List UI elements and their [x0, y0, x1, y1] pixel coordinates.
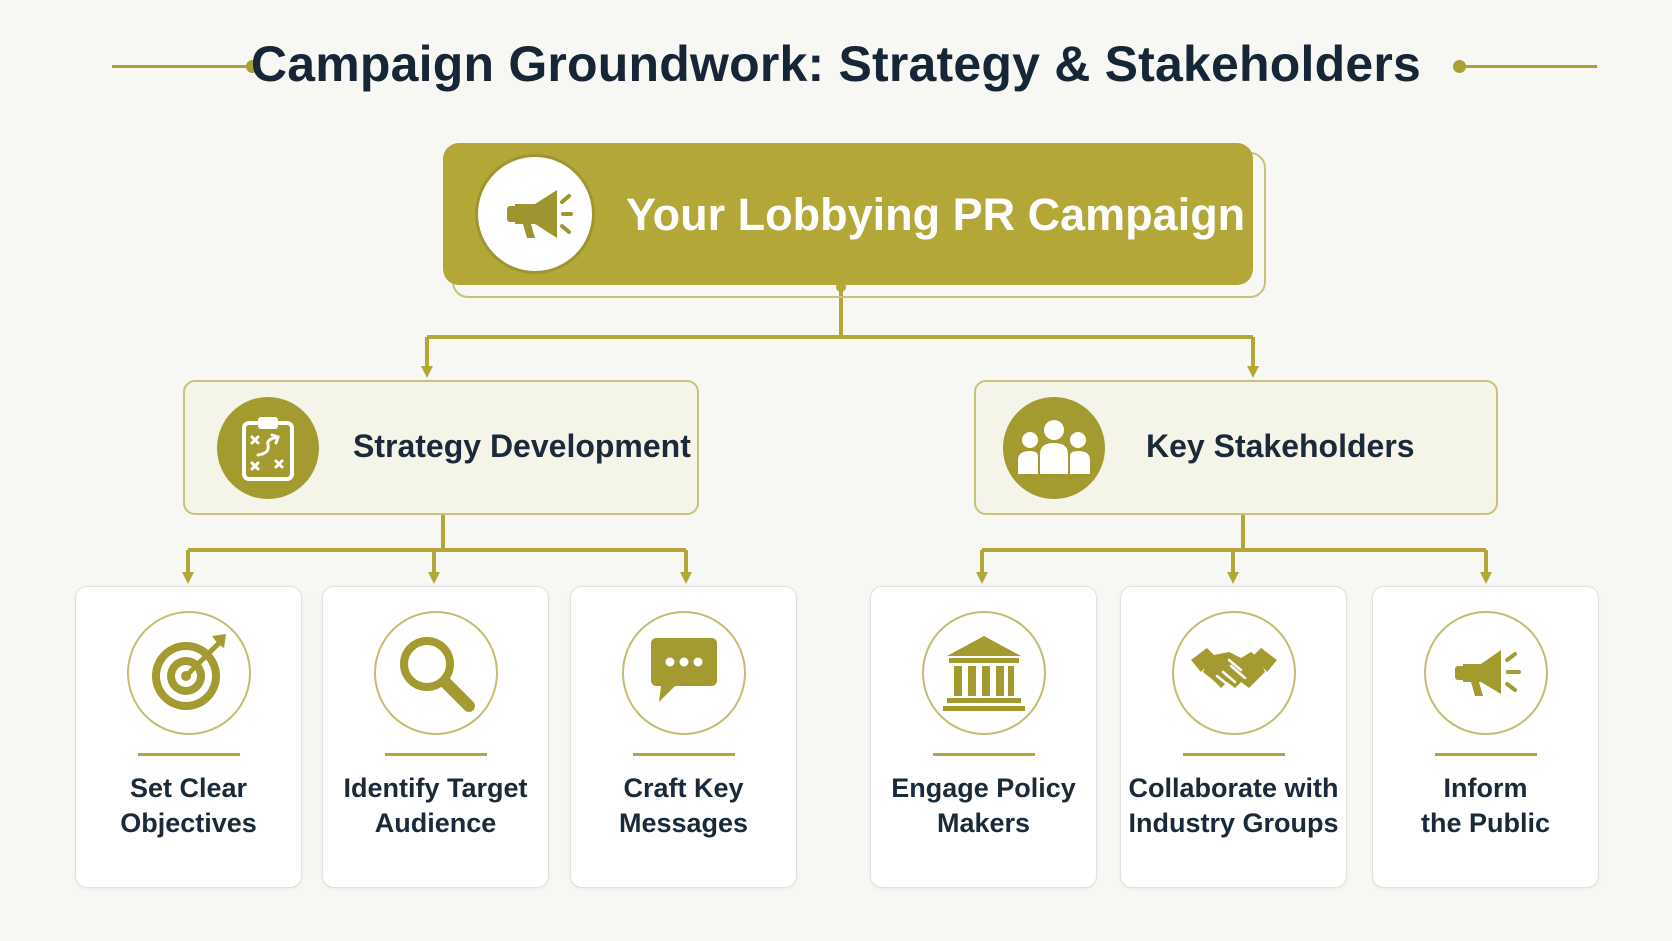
- card-divider: [632, 753, 735, 756]
- government-building-icon: [921, 611, 1046, 735]
- clipboard-strategy-icon: [217, 397, 319, 499]
- branch-label: Strategy Development: [353, 428, 691, 464]
- card-craft-key-messages: Craft Key Messages: [570, 586, 797, 888]
- megaphone-icon: [1423, 611, 1548, 735]
- page-title: Campaign Groundwork: Strategy & Stakehol…: [250, 36, 1422, 92]
- title-right-rule: [1460, 65, 1597, 68]
- card-label: Collaborate with Industry Groups: [1128, 773, 1339, 838]
- card-divider: [137, 753, 240, 756]
- card-label: Craft Key Messages: [618, 773, 749, 838]
- card-label: Set Clear Objectives: [120, 773, 257, 838]
- card-collaborate-industry-groups: Collaborate with Industry Groups: [1120, 586, 1347, 888]
- card-identify-target-audience: Identify Target Audience: [322, 586, 549, 888]
- megaphone-icon: [475, 154, 595, 274]
- branch-label: Key Stakeholders: [1146, 428, 1415, 464]
- card-divider: [384, 753, 487, 756]
- card-engage-policy-makers: Engage Policy Makers: [870, 586, 1097, 888]
- people-group-icon: [1003, 397, 1105, 499]
- root-label: Your Lobbying PR Campaign: [626, 189, 1246, 240]
- card-label: Identify Target Audience: [343, 773, 528, 838]
- handshake-icon: [1171, 611, 1296, 735]
- target-icon: [126, 611, 251, 735]
- card-inform-the-public: Inform the Public: [1372, 586, 1599, 888]
- title-bar: Campaign Groundwork: Strategy & Stakehol…: [0, 30, 1672, 110]
- branch-strategy-development: Strategy Development: [183, 380, 699, 515]
- card-divider: [1182, 753, 1285, 756]
- card-set-clear-objectives: Set Clear Objectives: [75, 586, 302, 888]
- speech-bubble-icon: [621, 611, 746, 735]
- card-label: Engage Policy Makers: [891, 773, 1076, 838]
- title-left-dot: [246, 60, 259, 73]
- title-left-rule: [112, 65, 252, 68]
- root-node: Your Lobbying PR Campaign: [443, 143, 1253, 285]
- title-right-dot: [1453, 60, 1466, 73]
- card-divider: [1434, 753, 1537, 756]
- card-label: Inform the Public: [1420, 773, 1550, 838]
- card-divider: [932, 753, 1035, 756]
- magnifier-icon: [373, 611, 498, 735]
- branch-key-stakeholders: Key Stakeholders: [974, 380, 1498, 515]
